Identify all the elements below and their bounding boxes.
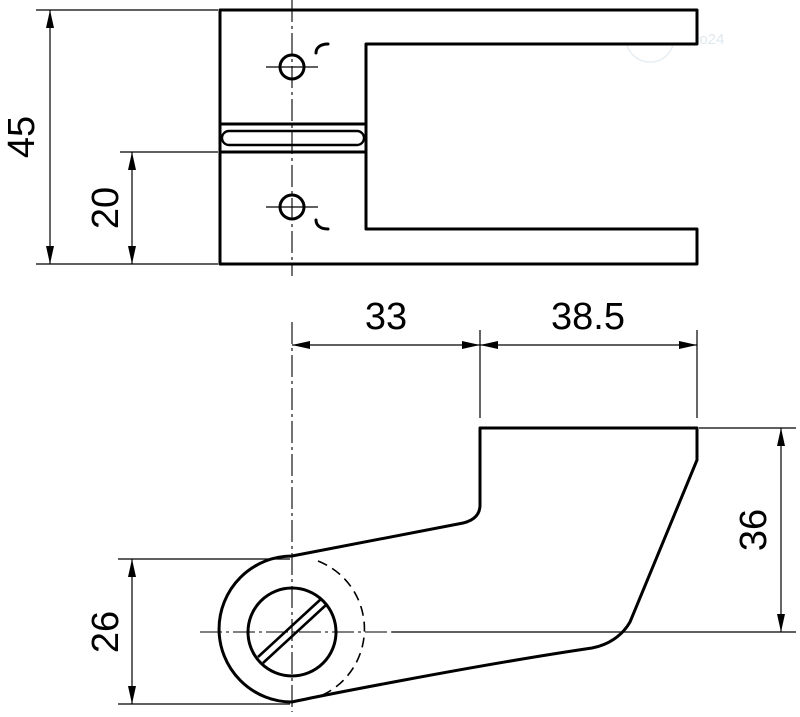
side-view <box>200 322 699 712</box>
dim-20-label: 20 <box>85 187 127 229</box>
dim-lever-height: 36 <box>392 427 796 633</box>
dim-36-label: 36 <box>733 509 775 551</box>
dim-45-label: 45 <box>1 116 43 158</box>
dim-height-partial: 20 <box>85 151 218 264</box>
side-view-lever-outline <box>217 426 699 704</box>
side-view-screw-slot-edge-a <box>262 604 327 664</box>
dim-36-arrow-top <box>777 428 785 446</box>
side-view-boss-hidden-arc <box>317 560 366 698</box>
dim-26-label: 26 <box>85 611 127 653</box>
dim-26-arrow-top <box>128 559 136 577</box>
dim-33-arrow-right <box>462 341 480 349</box>
dim-45-arrow-bottom <box>46 246 54 264</box>
dim-20-arrow-top <box>128 152 136 170</box>
dim-38-5-label: 38.5 <box>551 296 625 338</box>
dim-20-arrow-bottom <box>128 246 136 264</box>
dim-33-label: 33 <box>365 296 407 338</box>
dim-36-arrow-bottom <box>777 614 785 632</box>
dim-boss-height: 26 <box>85 558 290 705</box>
top-view <box>218 0 699 276</box>
dim-33-arrow-left <box>292 341 310 349</box>
dim-38-5-arrow-left <box>480 341 498 349</box>
top-view-ring-groove <box>220 129 366 147</box>
dim-height-total: 45 <box>1 9 218 265</box>
dim-length-b: 38.5 <box>480 296 698 418</box>
dim-length-a: 33 <box>292 296 481 418</box>
top-view-upper-notch <box>314 42 330 55</box>
dim-45-arrow-top <box>46 10 54 28</box>
side-view-screw-slot-edge-b <box>257 598 322 658</box>
dim-26-arrow-bottom <box>128 686 136 704</box>
dim-38-5-arrow-right <box>679 341 697 349</box>
top-view-lower-notch <box>314 218 330 231</box>
